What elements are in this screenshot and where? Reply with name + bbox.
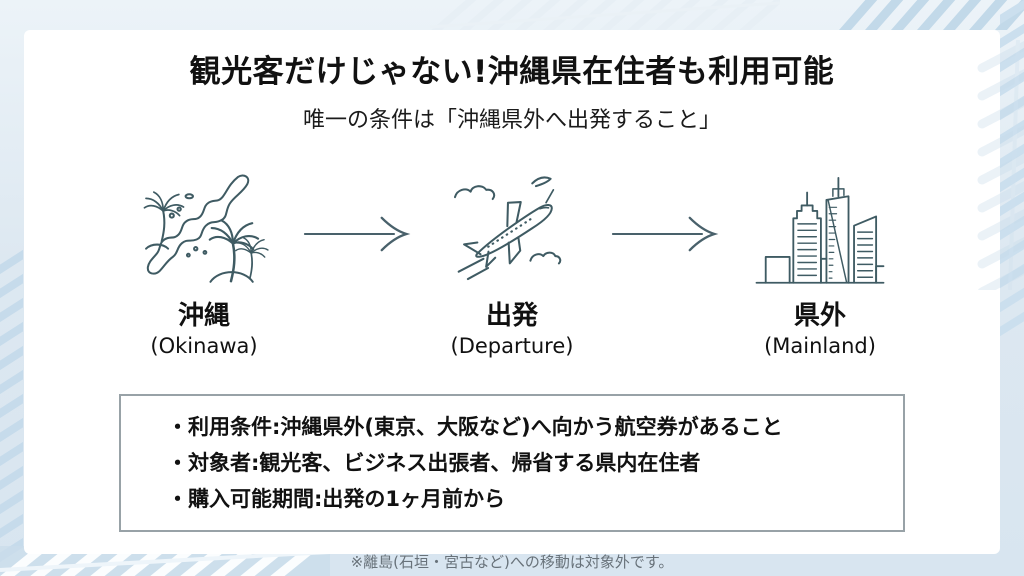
palm-frond-right-edge-decoration [1000,0,1024,337]
palm-frond-left-edge-decoration [0,250,23,563]
palm-frond-top-center-decoration [430,0,780,30]
step-label-departure: 出発 [485,301,538,331]
okinawa-map-icon [104,158,304,298]
slide-card: 観光客だけじゃない!沖縄県在住者も利用可能 唯一の条件は「沖縄県外へ出発すること… [24,30,1000,554]
palm-frond-top-right-decoration [839,0,1024,30]
arrow-right-icon [611,158,720,256]
flow-diagram: 沖縄 (Okinawa) [24,158,1000,360]
slide-subtitle: 唯一の条件は「沖縄県外へ出発すること」 [302,108,721,133]
condition-purchase-period: ・購入可能期間:出発の1ヶ月前から [167,487,506,511]
flow-step-departure: 出発 (Departure) [412,158,612,360]
step-sublabel-mainland: (Mainland) [764,334,876,358]
step-label-mainland: 県外 [793,301,846,331]
arrow-right-icon [303,158,412,256]
airplane-icon [412,158,612,298]
slide-title: 観光客だけじゃない!沖縄県在住者も利用可能 [189,54,835,90]
flow-step-mainland: 県外 (Mainland) [720,158,920,360]
step-label-okinawa: 沖縄 [177,301,230,331]
step-sublabel-okinawa: (Okinawa) [150,334,258,358]
footnote: ※離島(石垣・宮古など)への移動は対象外です。 [350,553,674,571]
flow-step-okinawa: 沖縄 (Okinawa) [104,158,304,360]
condition-usage: ・利用条件:沖縄県外(東京、大阪など)へ向かう航空券があること [167,415,783,439]
step-sublabel-departure: (Departure) [450,334,574,358]
conditions-box: ・利用条件:沖縄県外(東京、大阪など)へ向かう航空券があること ・対象者:観光客… [119,394,905,532]
city-skyline-icon [720,158,920,298]
condition-target: ・対象者:観光客、ビジネス出張者、帰省する県内在住者 [167,451,701,475]
